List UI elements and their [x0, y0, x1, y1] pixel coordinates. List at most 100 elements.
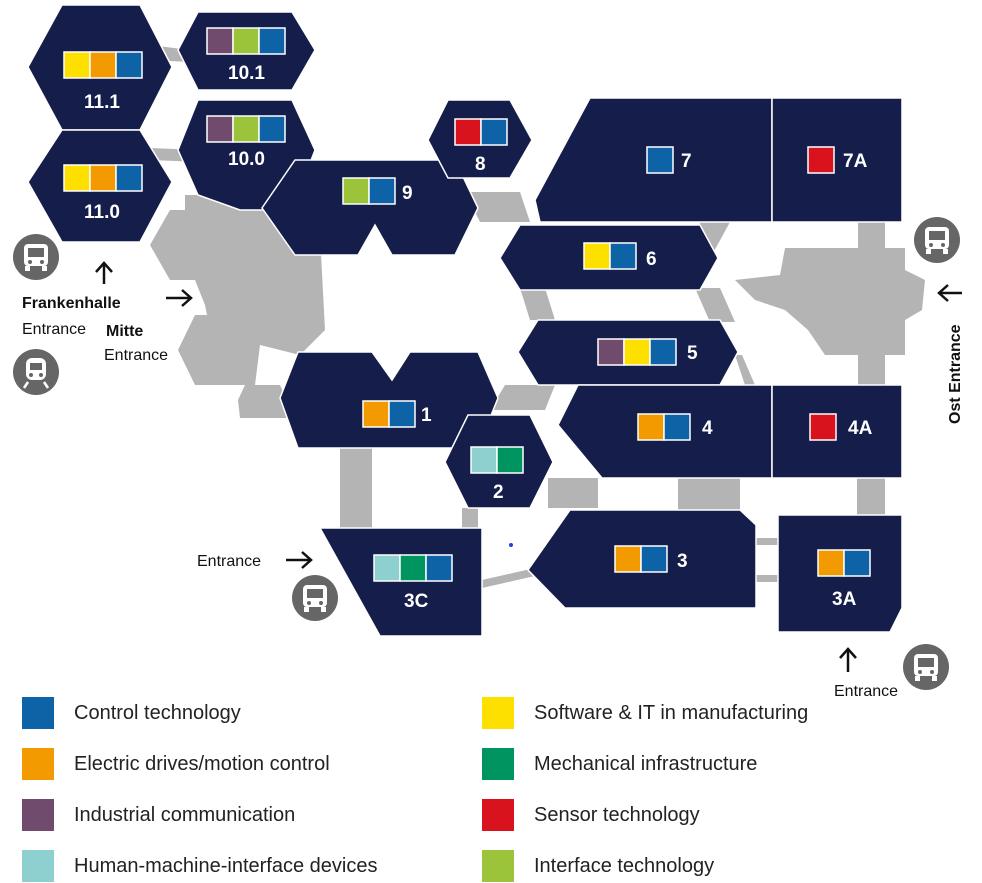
topic-swatch-software [623, 338, 651, 366]
arrow-left-icon [937, 284, 962, 302]
topic-swatch-control [115, 164, 143, 192]
hexagon-plaza [178, 315, 258, 385]
topic-swatch-sensor [454, 118, 482, 146]
arrow-up-icon [839, 647, 857, 672]
topic-swatch-drives [89, 51, 117, 79]
legend-swatch [482, 799, 514, 831]
walkway [857, 478, 885, 515]
topic-swatch-interface [232, 27, 260, 55]
hall-label: 2 [493, 482, 504, 503]
hall-label: 5 [687, 343, 698, 364]
walkway [858, 222, 885, 248]
hall-9[interactable] [261, 159, 479, 256]
legend-swatch [22, 850, 54, 882]
topic-swatch-control [646, 146, 674, 174]
hall-label: 6 [646, 249, 657, 270]
east-plaza [735, 248, 925, 355]
hexagon-plaza [150, 210, 230, 280]
hall-label: 3A [832, 589, 857, 610]
arrow-right-icon [166, 289, 193, 307]
walkway [520, 288, 555, 320]
topic-swatch-software [63, 51, 91, 79]
legend-label: Interface technology [534, 854, 715, 877]
legend-swatch [22, 799, 54, 831]
hall-label: 11.1 [84, 92, 120, 113]
bus-icon [13, 234, 59, 280]
legend-label: Sensor technology [534, 803, 700, 826]
legend-swatch [22, 748, 54, 780]
hall-label: 3C [404, 591, 429, 612]
legend-label: Industrial communication [74, 803, 296, 826]
topic-swatch-drives [817, 549, 845, 577]
arrow-right-icon [286, 551, 313, 569]
hall-label: 11.0 [84, 202, 120, 223]
walkway [465, 192, 530, 222]
topic-swatch-communication [206, 115, 234, 143]
walkway [735, 355, 755, 385]
hall-label: 1 [421, 405, 432, 426]
hall-labels: 11.1 10.1 10.0 11.0 9 8 7 7A 6 5 1 4 4A … [84, 63, 873, 612]
topic-swatch-control [640, 545, 668, 573]
walkway [238, 385, 295, 418]
marker-dot [509, 543, 513, 547]
walkway [858, 355, 885, 385]
legend-item-sensor: Sensor technology [482, 799, 700, 831]
topic-swatch-drives [362, 400, 390, 428]
legend-item-mechanical: Mechanical infrastructure [482, 748, 757, 780]
walkway [755, 538, 780, 545]
legend-item-interface: Interface technology [482, 850, 714, 882]
topic-swatch-control [480, 118, 508, 146]
legend-swatch [22, 697, 54, 729]
topic-swatch-drives [637, 413, 665, 441]
hall-4a[interactable] [771, 384, 903, 479]
topic-swatch-control [115, 51, 143, 79]
walkway [695, 288, 735, 322]
walkway [462, 508, 478, 530]
hall-label: 4A [848, 418, 873, 439]
legend-label: Human-machine-interface devices [74, 854, 378, 877]
topic-swatch-control [258, 115, 286, 143]
west-entrance-label: Entrance [197, 553, 261, 570]
topic-swatch-sensor [807, 146, 835, 174]
hall-1[interactable] [279, 351, 499, 449]
legend-item-hmi: Human-machine-interface devices [22, 850, 377, 882]
mitte-entrance-label: Entrance [104, 347, 168, 364]
legend-swatch [482, 850, 514, 882]
legend-item-drives: Electric drives/motion control [22, 748, 330, 780]
hall-label: 7 [681, 151, 692, 172]
topic-swatch-drives [89, 164, 117, 192]
legend-label: Software & IT in manufacturing [534, 701, 809, 724]
arrow-up-icon [95, 261, 113, 284]
hall-label: 9 [402, 183, 413, 204]
legend-swatch [482, 748, 514, 780]
train-icon [13, 349, 59, 395]
legend-label: Electric drives/motion control [74, 752, 330, 775]
bus-icon [903, 644, 949, 690]
topic-swatch-control [368, 177, 396, 205]
walkway [678, 478, 740, 512]
topic-swatch-sensor [809, 413, 837, 441]
legend-item-control: Control technology [22, 697, 241, 729]
legend-label: Control technology [74, 701, 241, 724]
legend-item-communication: Industrial communication [22, 799, 295, 831]
mitte-entrance-name: Mitte [106, 323, 143, 340]
topic-swatch-control [843, 549, 871, 577]
hall-7a[interactable] [771, 97, 903, 223]
hall-label: 8 [475, 154, 486, 175]
bus-icon [914, 217, 960, 263]
bus-icon [292, 575, 338, 621]
topic-swatch-control [649, 338, 677, 366]
frankenhalle-entrance-label: Entrance [22, 321, 86, 338]
topic-swatch-mechanical [496, 446, 524, 474]
walkway [482, 568, 535, 588]
topic-swatch-interface [342, 177, 370, 205]
legend-swatch [482, 697, 514, 729]
topic-swatch-communication [206, 27, 234, 55]
walkway [755, 575, 780, 582]
topic-swatch-control [425, 554, 453, 582]
walkway [340, 445, 372, 530]
hall-3c[interactable] [318, 527, 483, 637]
hall-label: 4 [702, 418, 713, 439]
topic-swatch-control [663, 413, 691, 441]
